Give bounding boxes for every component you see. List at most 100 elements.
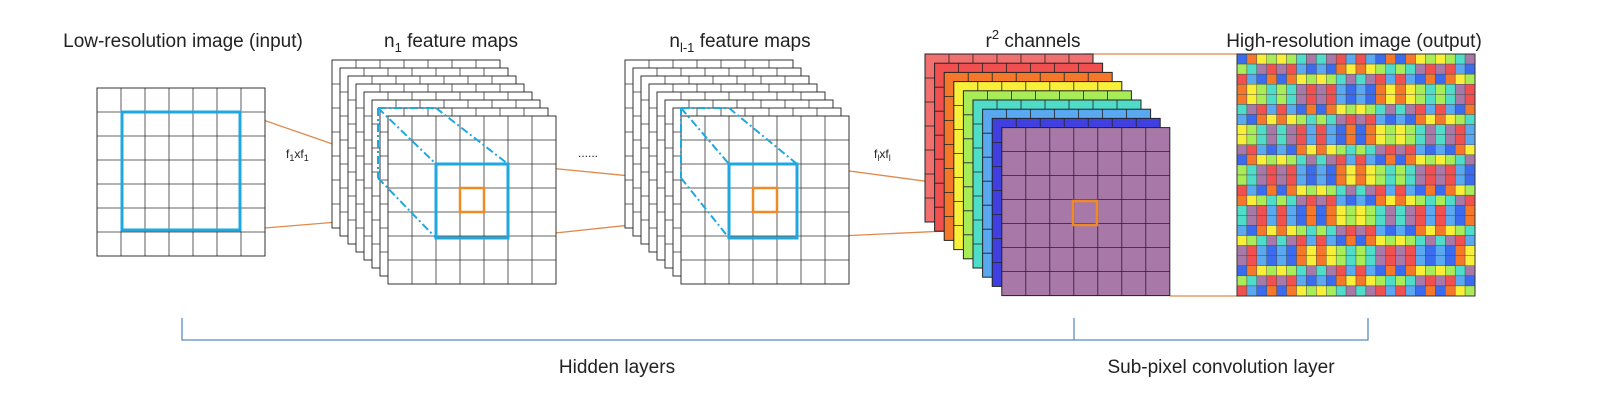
output-pixel — [1335, 205, 1347, 216]
n1-title-post: feature maps — [402, 31, 518, 52]
output-pixel — [1355, 174, 1367, 186]
output-pixel — [1306, 154, 1317, 166]
output-pixel — [1395, 215, 1406, 226]
output-pixel — [1385, 124, 1396, 135]
output-pixel — [1326, 94, 1337, 105]
output-pixel — [1316, 255, 1327, 266]
nl1-title-post: feature maps — [694, 31, 810, 52]
output-pixel — [1296, 134, 1307, 145]
output-pixel — [1454, 205, 1466, 216]
output-pixel — [1306, 53, 1317, 65]
output-pixel — [1365, 134, 1377, 145]
channels-title-post: channels — [999, 31, 1080, 52]
output-pixel — [1326, 73, 1337, 85]
output-pixel — [1405, 144, 1416, 156]
output-pixel — [1454, 53, 1466, 65]
output-pixel — [1316, 174, 1327, 186]
output-pixel — [1405, 205, 1416, 216]
output-pixel — [1435, 144, 1446, 156]
output-pixel — [1415, 154, 1426, 166]
output-pixel — [1445, 84, 1456, 95]
output-pixel — [1345, 205, 1357, 216]
output-pixel — [1415, 104, 1426, 115]
output-pixel — [1445, 134, 1456, 145]
output-pixel — [1296, 144, 1307, 156]
output-pixel — [1445, 194, 1456, 206]
output-pixel — [1286, 245, 1297, 256]
output-pixel — [1425, 114, 1436, 125]
output-pixel — [1246, 235, 1258, 246]
output-pixel — [1445, 114, 1456, 125]
output-pixel — [1435, 164, 1446, 176]
output-pixel — [1306, 235, 1317, 246]
output-pixel — [1286, 53, 1297, 65]
output-pixel — [1335, 174, 1347, 186]
nl1-filter-square — [727, 162, 799, 240]
output-pixel — [1385, 73, 1396, 85]
output-pixel — [1345, 114, 1357, 125]
output-pixel — [1375, 94, 1386, 105]
output-pixel — [1246, 124, 1258, 135]
output-pixel — [1266, 164, 1277, 176]
output-pixel — [1326, 245, 1337, 256]
output-pixel — [1286, 215, 1297, 226]
output-pixel — [1246, 205, 1258, 216]
channels-title-sup: 2 — [992, 27, 999, 42]
output-pixel — [1276, 184, 1287, 196]
channel-kernel-square — [1071, 199, 1099, 227]
output-pixel — [1306, 94, 1317, 105]
output-pixel — [1316, 134, 1327, 145]
output-pixel — [1276, 134, 1287, 145]
output-pixel — [1306, 63, 1317, 75]
f1-a: f — [286, 147, 290, 161]
output-pixel — [1316, 265, 1327, 277]
output-pixel — [1395, 205, 1406, 216]
output-pixel — [1435, 275, 1446, 287]
output-pixel — [1375, 53, 1386, 65]
input-title: Low-resolution image (input) — [63, 31, 303, 52]
output-pixel — [1266, 104, 1277, 115]
output-pixel — [1464, 285, 1476, 297]
output-pixel — [1464, 104, 1476, 115]
output-pixel — [1256, 114, 1267, 125]
output-pixel — [1276, 275, 1287, 287]
output-pixel — [1266, 194, 1277, 206]
output-pixel — [1405, 53, 1416, 65]
output-pixel — [1415, 275, 1426, 287]
output-pixel — [1445, 154, 1456, 166]
output-pixel — [1316, 275, 1327, 287]
output-pixel — [1425, 134, 1436, 145]
output-pixel — [1395, 104, 1406, 115]
output-pixel — [1326, 63, 1337, 75]
output-pixel — [1236, 255, 1248, 266]
output-pixel — [1256, 63, 1267, 75]
output-pixel — [1415, 124, 1426, 135]
output-pixel — [1454, 154, 1466, 166]
output-pixel — [1276, 265, 1287, 277]
output-pixel — [1454, 194, 1466, 206]
output-pixel — [1375, 164, 1386, 176]
channels-title: r2 channels — [986, 27, 1081, 52]
output-pixel — [1365, 194, 1377, 206]
output-pixel — [1246, 94, 1258, 105]
output-pixel — [1385, 205, 1396, 216]
output-pixel — [1395, 124, 1406, 135]
output-pixel — [1365, 73, 1377, 85]
output-pixel — [1296, 215, 1307, 226]
output-pixel — [1296, 174, 1307, 186]
output-pixel — [1405, 225, 1416, 236]
output-pixel — [1375, 124, 1386, 135]
output-pixel — [1316, 285, 1327, 297]
fl-a: f — [874, 147, 878, 161]
output-pixel — [1365, 114, 1377, 125]
output-pixel — [1415, 94, 1426, 105]
output-pixel — [1296, 205, 1307, 216]
output-pixel — [1276, 63, 1287, 75]
output-pixel — [1236, 245, 1248, 256]
output-pixel — [1316, 225, 1327, 236]
output-pixel — [1266, 73, 1277, 85]
output-pixel — [1236, 174, 1248, 186]
output-pixel — [1415, 285, 1426, 297]
output-pixel — [1395, 265, 1406, 277]
output-pixel — [1464, 124, 1476, 135]
